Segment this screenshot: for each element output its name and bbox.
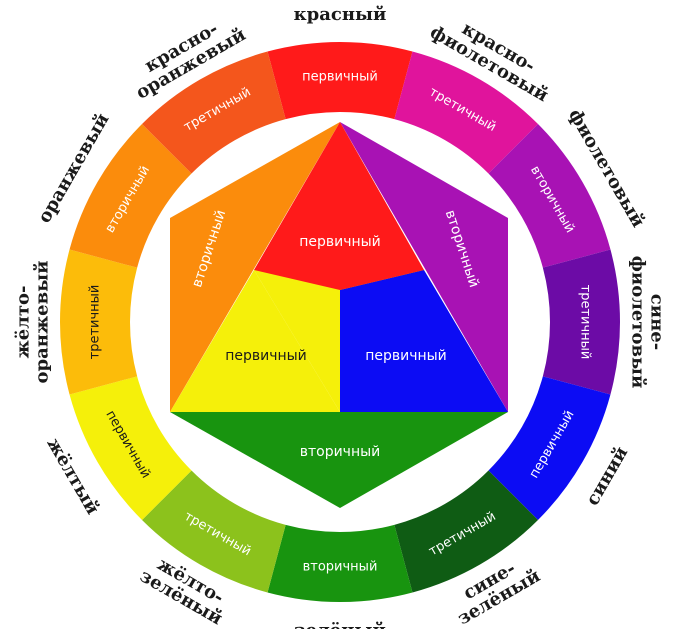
ring-segment-7 — [267, 524, 413, 602]
inner-orange-triangle — [170, 122, 340, 412]
ring-segment-2 — [394, 51, 538, 174]
ring-segment-11 — [69, 124, 192, 268]
ring-segment-label-4: третичный — [578, 285, 593, 360]
ring-segment-4 — [542, 249, 620, 395]
outer-ring: первичный третичный вторичный третичный перв… — [59, 41, 620, 602]
inner-blue-label: первичный — [365, 348, 447, 364]
color-name-синий: синий — [582, 443, 632, 509]
ring-segment-1 — [267, 41, 413, 120]
ring-segment-label-7: вторичный — [303, 560, 378, 575]
inner-center-triangle-blue — [340, 270, 424, 412]
color-name-красный: красный — [294, 4, 387, 25]
inner-red-label: первичный — [299, 234, 381, 250]
ring-segment-label-10: третичный — [88, 285, 103, 360]
ring-segment-3 — [488, 124, 611, 268]
ring-segment-label-1: первичный — [302, 70, 378, 85]
inner-violet-triangle — [340, 122, 508, 412]
ring-segment-5 — [488, 376, 611, 520]
color-name-зелёный: зелёный — [294, 620, 386, 629]
inner-hexagon: первичный первичный первичный вторичный … — [170, 122, 508, 508]
ring-segment-10 — [59, 249, 138, 395]
inner-center-triangle-red — [254, 270, 424, 290]
ring-segment-9 — [69, 376, 192, 520]
inner-yellow-label: первичный — [225, 348, 307, 364]
color-name-жёлто-оранжевый: жёлто-оранжевый — [13, 261, 53, 384]
ring-segment-6 — [394, 470, 538, 593]
inner-green-triangle — [170, 412, 508, 508]
color-name-сине-фиолетовый: сине-фиолетовый — [628, 256, 668, 389]
inner-green-label: вторичный — [300, 444, 381, 460]
inner-yellow-triangle — [170, 270, 340, 412]
inner-red-triangle — [254, 122, 424, 270]
ring-segment-8 — [142, 470, 286, 593]
ring-segment-12 — [142, 51, 286, 174]
